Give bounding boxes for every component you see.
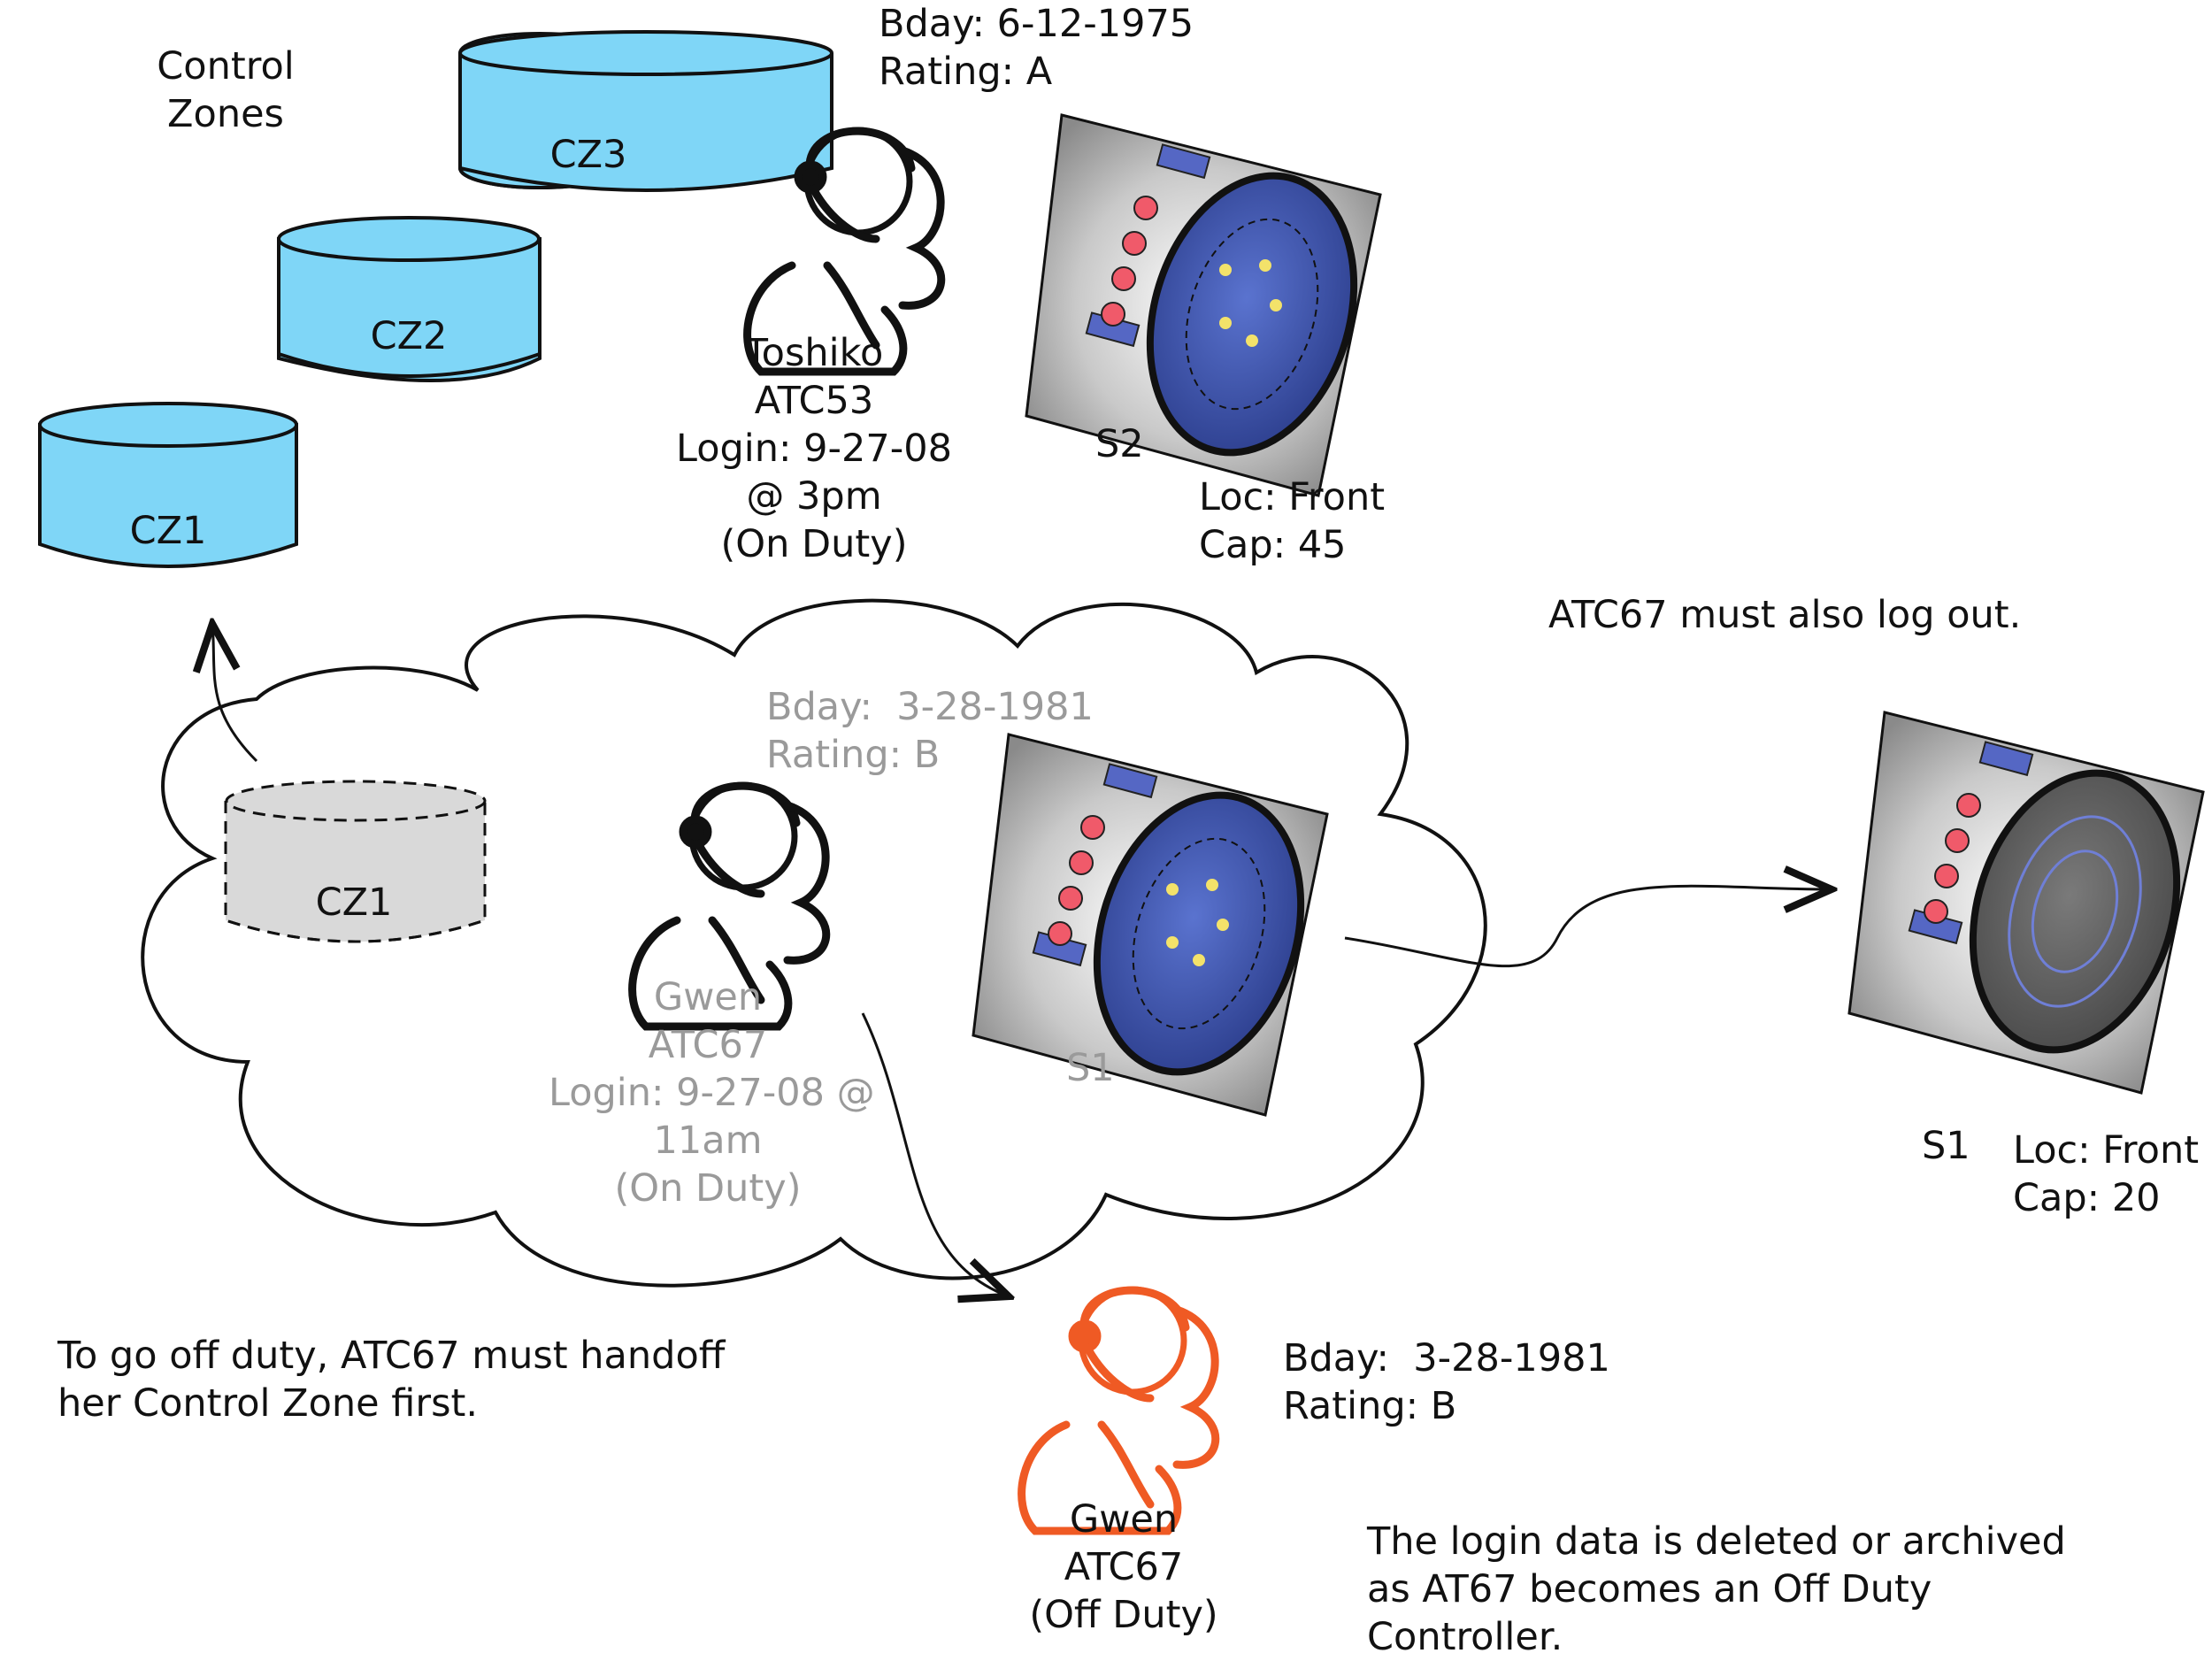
logout-note: ATC67 must also log out. bbox=[1548, 593, 2022, 637]
cz1-label: CZ1 bbox=[129, 509, 207, 553]
cz1-cylinder bbox=[38, 402, 298, 568]
station-s1-cloud-label: S1 bbox=[1066, 1046, 1115, 1090]
toshiko-info: Toshiko ATC53 Login: 9-27-08 @ 3pm (On D… bbox=[676, 331, 952, 566]
station-s1-out-cap: Cap: 20 bbox=[2013, 1176, 2161, 1220]
controller-gwen-on-icon bbox=[628, 781, 831, 1031]
station-s1-off bbox=[1847, 711, 2205, 1095]
station-s2 bbox=[1025, 113, 1382, 497]
controller-gwen-off-icon bbox=[1018, 1286, 1220, 1535]
station-s1-out-loc: Loc: Front bbox=[2013, 1128, 2200, 1173]
off-duty-arrow bbox=[861, 1012, 1009, 1296]
station-s2-cap: Cap: 45 bbox=[1199, 523, 1347, 567]
cz3-cylinder-wide bbox=[458, 30, 833, 192]
archive-note: The login data is deleted or archived as… bbox=[1367, 1519, 2066, 1659]
station-s1-out-label: S1 bbox=[1922, 1124, 1970, 1168]
gwen-off-info: Gwen ATC67 (Off Duty) bbox=[1029, 1497, 1218, 1637]
cz2-cylinder bbox=[277, 216, 541, 382]
gwen-on-rating: Rating: B bbox=[766, 733, 941, 777]
handoff-note: To go off duty, ATC67 must handoff her C… bbox=[58, 1334, 726, 1426]
cz2-label: CZ2 bbox=[370, 314, 448, 358]
station-s2-loc: Loc: Front bbox=[1199, 475, 1386, 519]
station-s1-cloud bbox=[972, 733, 1329, 1117]
cz1-ghost-cylinder bbox=[224, 780, 487, 943]
toshiko-rating: Rating: A bbox=[879, 50, 1053, 94]
controller-toshiko-icon bbox=[743, 127, 946, 376]
logout-arrow bbox=[1344, 886, 1832, 968]
gwen-on-bday: Bday: 3-28-1981 bbox=[766, 685, 1094, 729]
station-s2-label: S2 bbox=[1095, 422, 1144, 466]
cz3-label: CZ3 bbox=[549, 133, 627, 177]
gwen-off-bday: Bday: 3-28-1981 bbox=[1283, 1336, 1610, 1380]
gwen-off-rating: Rating: B bbox=[1283, 1384, 1457, 1428]
cz1-ghost-label: CZ1 bbox=[315, 880, 393, 925]
handoff-arrow bbox=[212, 624, 258, 763]
toshiko-bday: Bday: 6-12-1975 bbox=[879, 2, 1194, 46]
gwen-on-info: Gwen ATC67 Login: 9-27-08 @ 11am (On Dut… bbox=[549, 975, 875, 1211]
control-zones-heading: Control Zones bbox=[157, 44, 295, 136]
